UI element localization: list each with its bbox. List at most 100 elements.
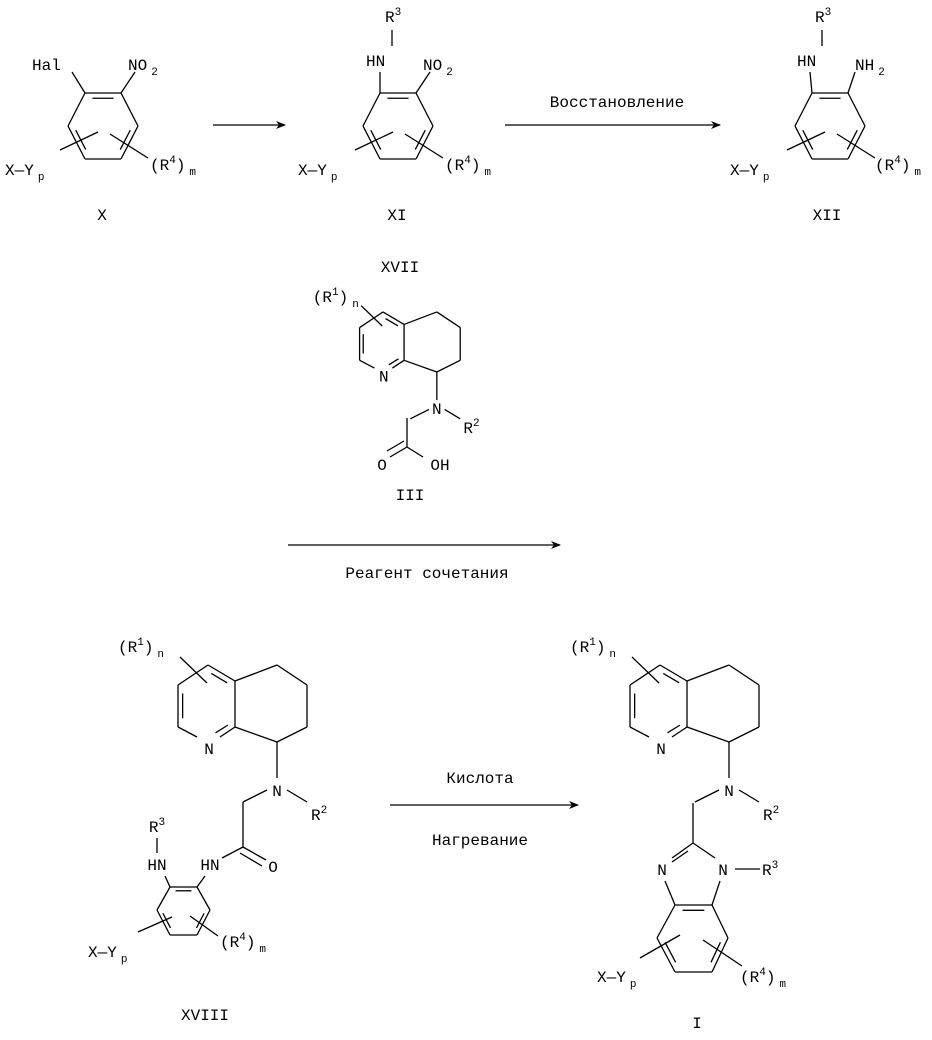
atom-label-xy: X—Y p <box>88 944 127 966</box>
label-sub: m <box>914 167 921 179</box>
label-sup: 3 <box>772 860 779 872</box>
label-main: X—Y <box>597 969 626 987</box>
label-sup: 2 <box>773 805 780 817</box>
carbonyl-o: O <box>268 859 278 877</box>
label-sub: p <box>331 172 338 184</box>
ring-bond <box>68 93 85 126</box>
compound-label-XVII: XVII <box>381 259 419 277</box>
bond <box>277 665 307 685</box>
label-main: O <box>268 859 278 877</box>
label-close: ) <box>471 157 481 175</box>
bond <box>630 665 660 685</box>
label-main: NH <box>855 57 874 75</box>
label-sub: p <box>38 172 45 184</box>
label-main: N <box>718 862 728 880</box>
label-main: O <box>377 457 387 475</box>
bond <box>739 790 759 802</box>
atom-label-r1: (R1)n <box>570 637 616 661</box>
label-main: N <box>724 783 734 801</box>
compound-label-I: I <box>692 1015 702 1033</box>
bond <box>693 843 715 858</box>
compound-label-III: III <box>396 487 425 505</box>
atom-label-xy: X—Y p <box>298 162 337 184</box>
bond <box>810 72 812 93</box>
label-main: R <box>762 862 772 880</box>
compound-label-XI: XI <box>387 207 406 225</box>
bond <box>277 727 307 742</box>
compound-label-XVIII: XVIII <box>181 1007 229 1025</box>
atom-label-r4: (R4)m <box>150 155 196 179</box>
atom-label-r3: R3 <box>815 7 831 27</box>
bond <box>360 360 375 368</box>
ring-bond <box>157 887 170 910</box>
atom-label-r2: R2 <box>311 805 327 825</box>
atom-label-xy: X—Yp <box>730 162 769 184</box>
bond <box>287 790 307 802</box>
bond <box>390 447 407 457</box>
amine-n: N <box>432 401 442 419</box>
label-main: HN <box>366 53 385 71</box>
bond <box>197 876 205 887</box>
label-sub: n <box>157 649 164 661</box>
bond <box>222 847 243 858</box>
bond <box>410 409 429 418</box>
label-close: ) <box>144 639 154 657</box>
bond <box>437 312 460 328</box>
label-main: X—Y <box>298 162 327 180</box>
bond <box>243 847 266 860</box>
pyridine-n: N <box>379 368 389 386</box>
bond <box>235 665 277 681</box>
atom-label-hn: HN <box>797 53 816 71</box>
label-sub: p <box>121 954 128 966</box>
label-close: ) <box>176 157 186 175</box>
substituent-bond <box>640 935 680 958</box>
label-sub: m <box>259 944 266 956</box>
double-bond-line <box>216 725 228 733</box>
double-bond-line <box>240 853 262 866</box>
ring-bond <box>795 93 812 126</box>
pyridine-n: N <box>656 741 666 759</box>
substituent-bond <box>190 916 218 936</box>
atom-label-r4: (R4)m <box>875 155 921 179</box>
ring-bond <box>657 905 675 938</box>
atom-label-hal: Hal <box>32 57 61 75</box>
atom-label-amino: NH 2 <box>855 57 885 79</box>
label-main: N <box>204 741 214 759</box>
label-sub: 2 <box>878 67 885 79</box>
compound-label-X: X <box>97 207 107 225</box>
label-main: X—Y <box>730 162 759 180</box>
bond <box>729 665 759 685</box>
label-main: (R <box>313 289 333 307</box>
ring-bond <box>363 93 380 126</box>
label-sup: 2 <box>321 805 328 817</box>
label-main: NO <box>128 57 147 75</box>
label-main: HN <box>200 857 219 875</box>
bond <box>404 312 437 324</box>
bond <box>404 360 437 372</box>
double-bond-line <box>415 130 425 149</box>
atom-label-r4: (R4)m <box>220 932 266 956</box>
label-main: (R <box>150 157 170 175</box>
label-main: N <box>432 401 442 419</box>
ring-bond <box>197 887 210 910</box>
substituent-bond <box>703 940 742 966</box>
substituent-bond <box>837 134 875 158</box>
label-main: N <box>379 368 389 386</box>
label-main: (R <box>118 639 138 657</box>
atom-label-xy: X—Yp <box>597 969 636 991</box>
atom-label-r1: (R1)n <box>313 287 359 311</box>
label-main: X—Y <box>88 944 117 962</box>
amine-n: N <box>724 783 734 801</box>
label-sup: 2 <box>473 418 480 430</box>
pyridine-n: N <box>204 741 214 759</box>
label-main: (R <box>445 157 465 175</box>
label-sub: n <box>609 649 616 661</box>
label-main: R <box>815 9 825 27</box>
bond <box>630 727 649 737</box>
label-main: N <box>657 862 667 880</box>
atom-label-r4: (R4)m <box>445 155 491 179</box>
imidazole-n3: N <box>657 862 667 880</box>
bond <box>437 360 460 372</box>
bond <box>729 727 759 742</box>
atom-label-xy: X—Yp <box>5 162 44 184</box>
